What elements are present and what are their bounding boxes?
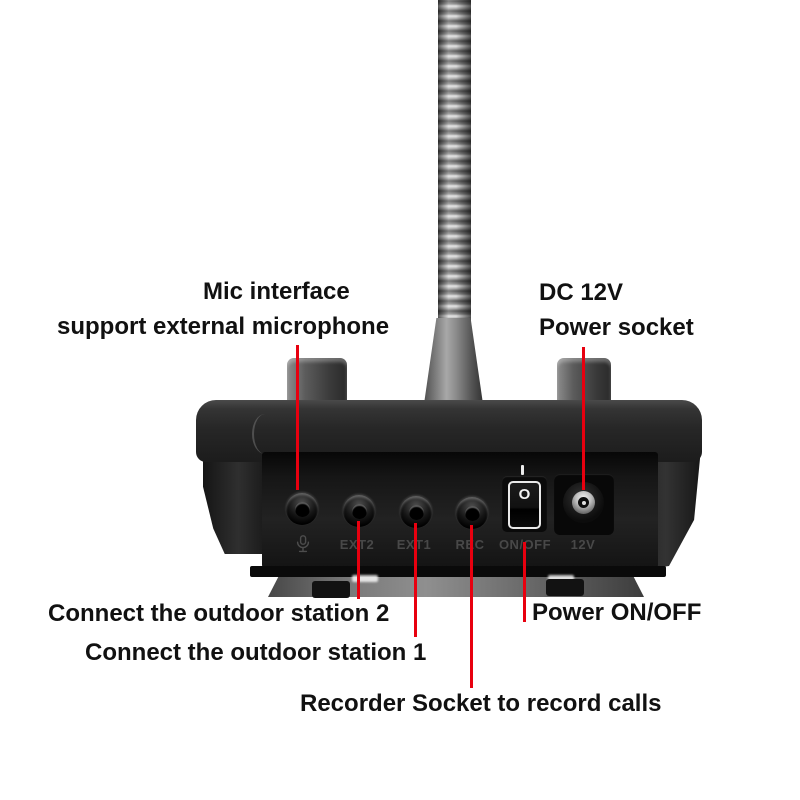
stand-highlight bbox=[352, 575, 378, 582]
gooseneck-base-cone bbox=[424, 318, 483, 404]
microphone-symbol-icon bbox=[295, 535, 311, 559]
jack-hole bbox=[408, 504, 424, 520]
panel-bottom-edge bbox=[250, 566, 666, 577]
label-power-socket: Power socket bbox=[539, 314, 694, 341]
dc-socket-metal-ring bbox=[572, 491, 595, 514]
leader-line-dc bbox=[582, 347, 585, 490]
jack-hole bbox=[464, 505, 480, 521]
device-body-top bbox=[196, 400, 702, 462]
leader-line-rec bbox=[470, 525, 473, 688]
label-mic-interface-line2: support external microphone bbox=[57, 313, 390, 340]
label-mic-interface-line1: Mic interface bbox=[203, 278, 350, 305]
leader-line-ext1 bbox=[414, 523, 417, 637]
dc-power-socket bbox=[554, 474, 614, 535]
rubber-foot bbox=[312, 581, 350, 598]
rubber-foot bbox=[546, 579, 584, 596]
body-seam bbox=[252, 414, 278, 454]
leader-line-ext2 bbox=[357, 521, 360, 599]
leader-line-mic bbox=[296, 345, 299, 490]
ext1-jack-port bbox=[400, 496, 432, 528]
label-dc12v: DC 12V bbox=[539, 279, 624, 306]
jack-hole bbox=[294, 501, 310, 517]
switch-off-mark: O bbox=[518, 486, 531, 503]
leader-line-onoff bbox=[523, 542, 526, 622]
label-recorder-socket: Recorder Socket to record calls bbox=[300, 690, 662, 717]
dc-socket-pin bbox=[581, 500, 586, 505]
gooseneck-tube bbox=[438, 0, 471, 326]
stand-highlight bbox=[548, 575, 574, 582]
port-label-ext1: EXT1 bbox=[382, 537, 446, 552]
label-power-onoff: Power ON/OFF bbox=[532, 599, 702, 626]
label-outdoor-station-2: Connect the outdoor station 2 bbox=[48, 600, 390, 627]
port-label-rec: REC bbox=[438, 537, 502, 552]
switch-on-mark bbox=[521, 465, 524, 475]
port-label-12v: 12V bbox=[570, 537, 596, 552]
dc-socket-hole bbox=[578, 497, 589, 508]
label-outdoor-station-1: Connect the outdoor station 1 bbox=[85, 639, 427, 666]
mic-jack-port bbox=[286, 493, 318, 525]
jack-hole bbox=[351, 503, 367, 519]
power-rocker-switch: O bbox=[502, 476, 547, 532]
rocker: O bbox=[508, 481, 541, 529]
port-label-ext2: EXT2 bbox=[325, 537, 389, 552]
rec-jack-port bbox=[456, 497, 488, 529]
